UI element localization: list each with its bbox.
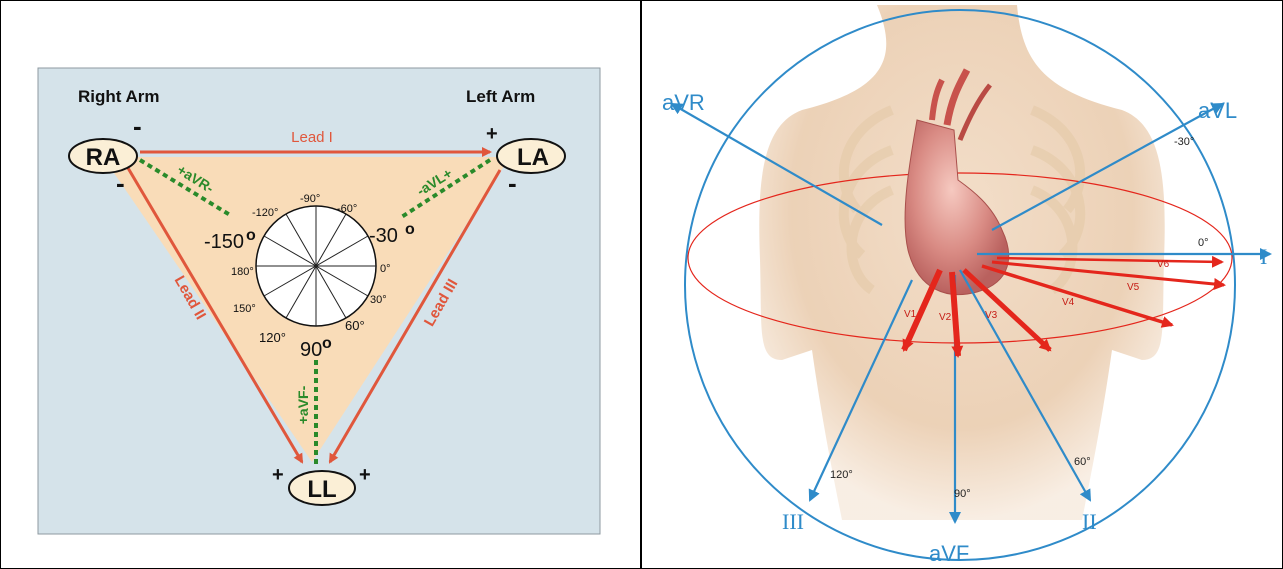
ll-plus-right: + [359,464,371,486]
ll-label: LL [307,476,336,503]
v4-label: V4 [1062,297,1075,308]
lead-i-label: I [1260,244,1267,269]
angle-150: 150° [233,303,256,315]
angle-minus90: -90° [300,193,320,205]
deg-90: 90° [954,488,971,500]
angle-120: 120° [259,330,286,345]
angle-minus120: -120° [252,207,278,219]
v2-label: V2 [939,312,952,323]
la-plus: + [486,123,498,145]
v1-label: V1 [904,309,917,320]
angle-0: 0° [380,263,391,275]
left-arm-title: Left Arm [466,87,535,106]
ra-minus-top: - [133,111,142,141]
avf-label: +aVF- [295,385,311,424]
la-label: LA [517,144,549,171]
avr-label: aVR [662,90,705,115]
right-arm-title: Right Arm [78,87,160,106]
ra-label: RA [86,144,121,171]
angle-minus150: -150 [204,231,244,253]
v3-label: V3 [985,310,998,321]
deg-minus30: -30° [1174,136,1194,148]
angle-90-deg: o [322,335,332,352]
avf-label: aVF [929,541,969,566]
v6-label: V6 [1157,259,1170,270]
angle-minus30-deg: o [405,221,415,238]
deg-120: 120° [830,469,853,481]
angle-minus60: -60° [337,203,357,215]
deg-60: 60° [1074,456,1091,468]
einthoven-triangle-diagram: Right Arm Left Arm RA LA LL - - + - + + … [0,0,640,569]
hexaxial-wheel [256,206,376,326]
ll-plus-left: + [272,464,284,486]
v5-label: V5 [1127,282,1140,293]
angle-minus150-deg: o [246,227,256,244]
angle-30: 30° [370,294,387,306]
angle-90: 90 [300,339,322,361]
angle-60: 60° [345,318,365,333]
angle-180: 180° [231,266,254,278]
hexaxial-torso-diagram: aVR aVL I II III aVF -30° 0° 60° 90° 120… [642,0,1282,569]
avl-label: aVL [1198,98,1237,123]
lead-iii-label: III [782,509,804,534]
lead-ii-label: II [1082,509,1097,534]
la-minus: - [508,168,517,198]
angle-minus30: -30 [369,225,398,247]
lead-i-label: Lead I [291,129,333,146]
deg-0: 0° [1198,237,1209,249]
ra-minus-bottom: - [116,168,125,198]
